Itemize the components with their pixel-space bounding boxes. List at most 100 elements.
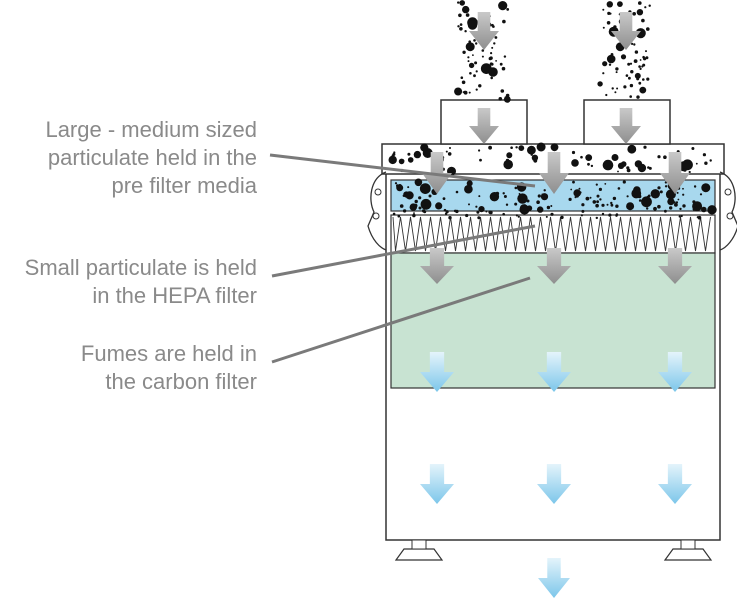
- particle: [581, 203, 585, 207]
- particle: [518, 145, 525, 152]
- particle: [491, 46, 494, 49]
- particle: [682, 204, 686, 208]
- particle: [627, 144, 637, 154]
- particle: [682, 193, 685, 196]
- particle: [448, 216, 452, 220]
- particle: [536, 200, 540, 204]
- particle: [465, 213, 469, 218]
- particle: [615, 67, 619, 71]
- particle: [459, 0, 466, 6]
- particle: [533, 158, 538, 163]
- particle: [468, 62, 475, 69]
- particle: [589, 196, 592, 199]
- particle: [646, 77, 650, 81]
- particle: [459, 27, 463, 31]
- particle: [573, 189, 581, 197]
- particle: [399, 204, 404, 208]
- particle: [585, 196, 590, 201]
- particle: [638, 81, 642, 85]
- left-foot: [394, 548, 444, 561]
- particle: [620, 54, 627, 60]
- particle: [394, 182, 398, 185]
- particle: [645, 50, 647, 53]
- particle: [550, 212, 554, 216]
- particle: [405, 193, 408, 196]
- left-clamp-pin-top: [374, 188, 382, 196]
- particle: [615, 213, 619, 216]
- particle: [611, 154, 619, 161]
- particle: [463, 90, 468, 95]
- particle: [413, 150, 422, 159]
- particle: [495, 191, 500, 196]
- particle: [682, 187, 684, 190]
- particle: [682, 159, 693, 171]
- particle: [457, 1, 460, 4]
- particle: [545, 215, 548, 218]
- particle: [423, 210, 427, 214]
- hepa-pleat-zigzag: [392, 216, 711, 252]
- pre-filter-label-line-3: pre filter media: [111, 173, 257, 198]
- particle: [572, 180, 575, 184]
- particle: [644, 6, 647, 9]
- hepa-filter-leader-line: [271, 224, 536, 278]
- particle: [657, 204, 661, 209]
- particle: [581, 209, 585, 213]
- particle: [445, 210, 449, 214]
- particle: [643, 145, 647, 149]
- carbon-filter-leader-line: [271, 276, 531, 364]
- particle: [518, 193, 521, 195]
- particle: [444, 212, 448, 215]
- particle: [638, 65, 641, 68]
- particle: [474, 61, 478, 65]
- particle: [646, 27, 650, 31]
- particle: [617, 1, 623, 7]
- particle: [699, 193, 703, 196]
- particle: [615, 71, 618, 74]
- particle: [407, 152, 411, 156]
- particle: [478, 84, 482, 88]
- right-foot-stem: [680, 539, 696, 550]
- particle: [663, 155, 667, 159]
- particle: [602, 61, 608, 67]
- particle: [392, 212, 396, 216]
- particle: [657, 186, 661, 190]
- particle: [457, 25, 460, 28]
- airflow-arrows: [420, 12, 692, 598]
- particle: [639, 67, 642, 70]
- particle: [473, 39, 476, 42]
- particle: [464, 30, 467, 33]
- blue-down-arrow-icon: [537, 464, 571, 504]
- particle: [688, 170, 691, 174]
- particle: [422, 205, 426, 209]
- particle: [503, 159, 513, 170]
- particle: [626, 195, 629, 198]
- particle: [707, 205, 717, 215]
- particle: [601, 212, 605, 216]
- particle: [502, 192, 505, 195]
- particle: [637, 164, 640, 167]
- particle: [467, 60, 470, 63]
- particle: [506, 152, 513, 159]
- particle: [499, 62, 503, 66]
- particle: [678, 215, 681, 218]
- particle: [571, 150, 576, 155]
- particle-cloud: [388, 0, 717, 220]
- particle: [679, 207, 682, 211]
- particle: [560, 215, 564, 220]
- right-clamp-pin-top: [724, 188, 732, 196]
- blue-down-arrow-icon: [658, 352, 692, 392]
- particle: [616, 87, 619, 90]
- particle: [590, 164, 594, 168]
- particle: [472, 54, 474, 56]
- particle: [606, 21, 611, 25]
- particle: [479, 208, 483, 212]
- particle: [693, 185, 697, 188]
- particle: [418, 196, 422, 200]
- particle: [500, 89, 505, 93]
- particle: [609, 12, 612, 15]
- particle: [462, 50, 466, 54]
- particle: [469, 72, 472, 75]
- particle: [648, 4, 651, 7]
- particle: [595, 203, 599, 208]
- particle: [592, 200, 597, 204]
